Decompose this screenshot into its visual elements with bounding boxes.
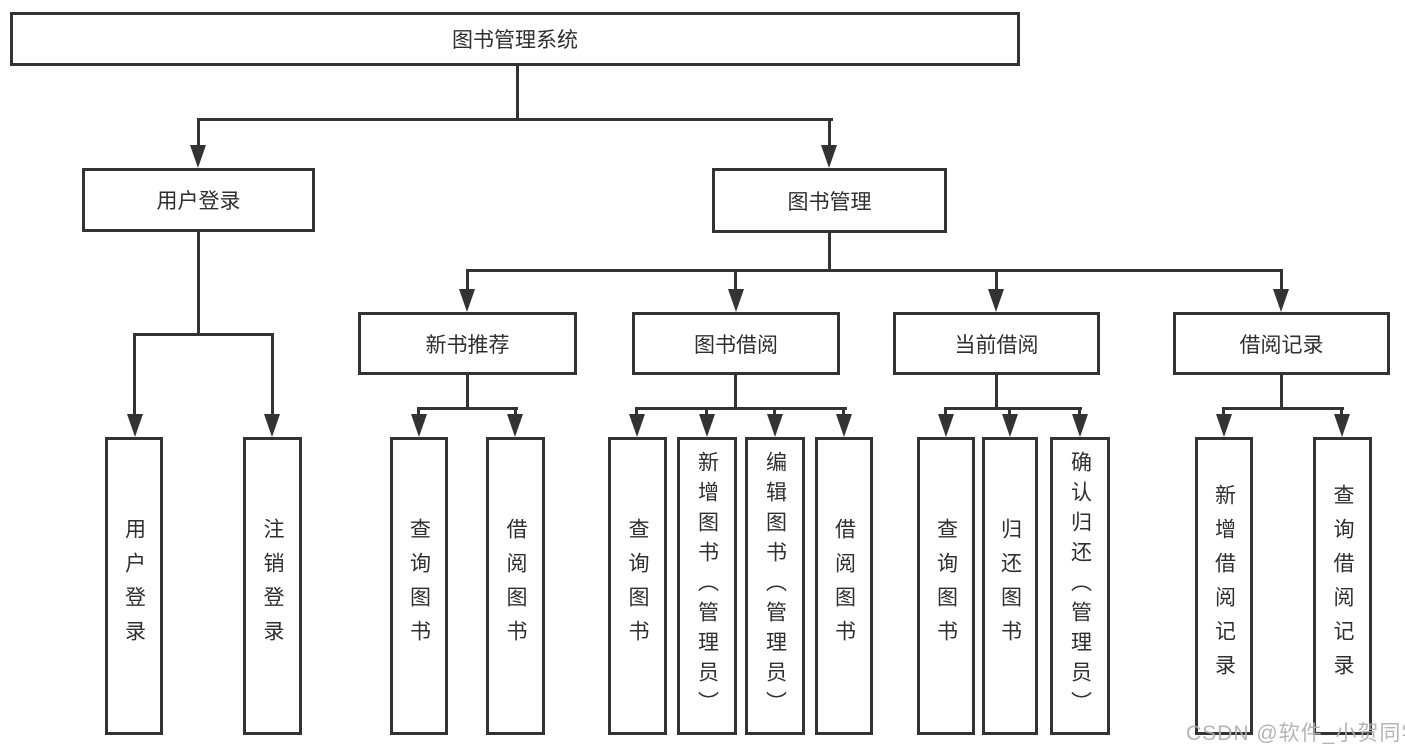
leaf-logout: 注销登录 — [243, 437, 302, 735]
leaf-label: 新增借阅记录 — [1212, 484, 1236, 688]
leaf-label: 确认归还（管理员） — [1068, 451, 1092, 721]
connector-current-line-3 — [1078, 407, 1081, 419]
arrowhead-borrowing-leaf-2 — [699, 414, 715, 437]
node-library-management-system: 图书管理系统 — [10, 12, 1020, 66]
leaf-borrow-books-borrowing: 借阅图书 — [815, 437, 873, 735]
leaf-edit-book-admin: 编辑图书（管理员） — [745, 437, 805, 735]
arrowhead-current-leaf-3 — [1072, 414, 1088, 437]
leaf-query-books-borrowing: 查询图书 — [608, 437, 667, 735]
connector-line-to-borrow-records — [1280, 269, 1283, 292]
leaf-query-books-recommend: 查询图书 — [390, 437, 448, 735]
leaf-return-book: 归还图书 — [982, 437, 1038, 735]
leaf-user-login: 用户登录 — [105, 437, 163, 735]
connector-new-book-bar — [417, 407, 518, 410]
leaf-borrow-books-recommend: 借阅图书 — [486, 437, 545, 735]
connector-user-login-bar — [133, 333, 274, 336]
node-label: 用户登录 — [156, 190, 241, 213]
connector-borrowing-line-1 — [635, 407, 638, 419]
leaf-label: 归还图书 — [998, 518, 1022, 654]
connector-user-login-line-2 — [271, 333, 274, 418]
arrowhead-to-user-login — [190, 145, 206, 168]
node-book-management: 图书管理 — [712, 168, 947, 233]
connector-line-to-book-borrowing — [734, 269, 737, 292]
arrowhead-borrowing-leaf-3 — [767, 414, 783, 437]
node-book-borrowing: 图书借阅 — [632, 312, 840, 375]
node-user-login: 用户登录 — [82, 168, 315, 232]
connector-new-book-line-2 — [514, 407, 517, 419]
arrowhead-current-leaf-1 — [938, 414, 954, 437]
connector-borrowing-bar — [636, 407, 847, 410]
leaf-label: 用户登录 — [122, 518, 146, 654]
leaf-label: 查询图书 — [934, 518, 958, 654]
connector-current-bar — [945, 407, 1082, 410]
arrowhead-to-book-borrowing — [728, 289, 744, 312]
leaf-label: 借阅图书 — [832, 518, 856, 654]
connector-line-to-new-book — [466, 269, 469, 292]
connector-user-login-stub — [197, 232, 200, 336]
node-label: 图书借阅 — [694, 333, 778, 357]
arrowhead-to-new-book — [459, 289, 475, 312]
arrowhead-to-book-management — [821, 145, 837, 168]
connector-records-line-2 — [1340, 407, 1343, 419]
arrowhead-to-leaf-user-login — [127, 414, 143, 437]
node-new-book-recommendation: 新书推荐 — [358, 312, 577, 375]
connector-records-line-1 — [1222, 407, 1225, 419]
connector-borrowing-stub — [734, 375, 737, 410]
node-borrowing-records: 借阅记录 — [1173, 312, 1390, 375]
connector-root-right-line — [828, 118, 831, 150]
connector-root-bar — [197, 118, 833, 121]
connector-current-line-2 — [1008, 407, 1011, 419]
node-label: 图书管理系统 — [452, 29, 578, 52]
connector-borrowing-line-3 — [773, 407, 776, 419]
leaf-add-borrow-record: 新增借阅记录 — [1195, 437, 1253, 735]
leaf-label: 新增图书（管理员） — [695, 451, 719, 721]
connector-new-book-line-1 — [417, 407, 420, 419]
node-label: 图书管理 — [787, 190, 872, 214]
csdn-watermark: CSDN @软件_小贺同学 — [1186, 722, 1405, 745]
arrowhead-to-leaf-logout — [264, 414, 280, 437]
arrowhead-to-current-borrowing — [988, 289, 1004, 312]
connector-current-stub — [995, 375, 998, 410]
leaf-label: 查询图书 — [407, 518, 431, 654]
connector-new-book-stub — [466, 375, 469, 410]
connector-records-bar — [1223, 407, 1344, 410]
leaf-label: 查询图书 — [626, 518, 649, 654]
leaf-label: 查询借阅记录 — [1331, 484, 1354, 688]
connector-book-mgmt-stub — [828, 233, 831, 272]
connector-borrowing-line-2 — [705, 407, 708, 419]
arrowhead-borrowing-leaf-4 — [836, 414, 852, 437]
node-label: 当前借阅 — [954, 333, 1039, 357]
arrowhead-new-book-leaf-1 — [411, 414, 427, 437]
node-label: 新书推荐 — [425, 333, 510, 357]
connector-user-login-line-1 — [133, 333, 136, 418]
node-label: 借阅记录 — [1239, 333, 1324, 357]
connector-current-line-1 — [944, 407, 947, 419]
leaf-label: 注销登录 — [261, 518, 284, 654]
arrowhead-records-leaf-1 — [1216, 414, 1232, 437]
node-current-borrowing: 当前借阅 — [893, 312, 1100, 375]
leaf-query-borrow-record: 查询借阅记录 — [1313, 437, 1372, 735]
arrowhead-current-leaf-2 — [1002, 414, 1018, 437]
arrowhead-borrowing-leaf-1 — [629, 414, 645, 437]
connector-line-to-current-borrowing — [995, 269, 998, 292]
leaf-label: 借阅图书 — [504, 518, 527, 654]
connector-root-left-line — [197, 118, 200, 150]
arrowhead-new-book-leaf-2 — [507, 414, 523, 437]
connector-borrowing-line-4 — [842, 407, 845, 419]
arrowhead-records-leaf-2 — [1334, 414, 1350, 437]
leaf-label: 编辑图书（管理员） — [763, 451, 787, 721]
leaf-confirm-return-admin: 确认归还（管理员） — [1050, 437, 1110, 735]
connector-root-stub — [516, 66, 519, 120]
connector-book-mgmt-bar — [466, 269, 1283, 272]
leaf-query-books-current: 查询图书 — [917, 437, 975, 735]
arrowhead-to-borrow-records — [1273, 289, 1289, 312]
leaf-add-book-admin: 新增图书（管理员） — [677, 437, 737, 735]
connector-records-stub — [1280, 375, 1283, 410]
